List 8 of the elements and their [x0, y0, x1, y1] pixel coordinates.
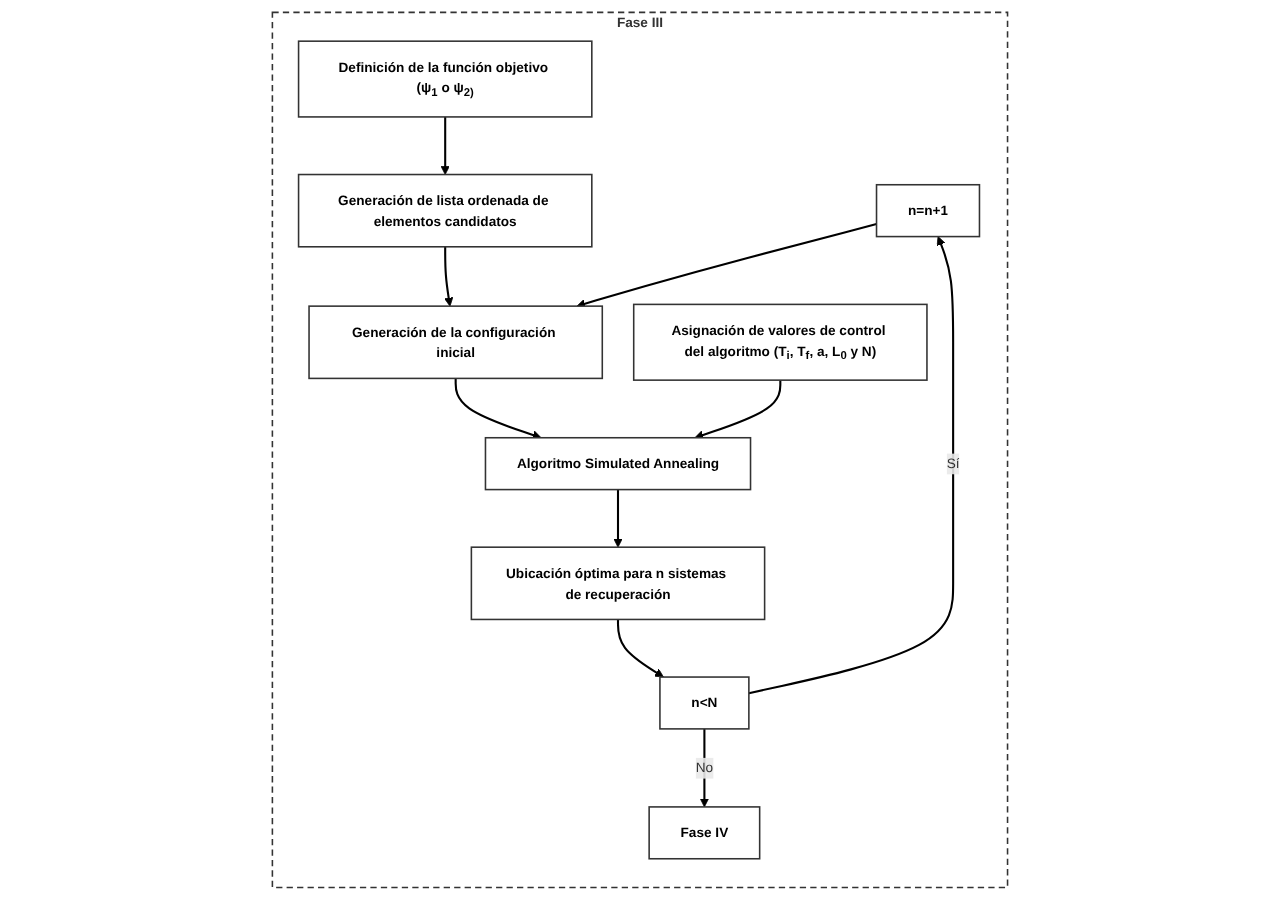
arrow: [693, 380, 781, 440]
arrow: [575, 223, 876, 309]
arrow: [453, 378, 541, 440]
arrow: [443, 246, 453, 307]
arrow: [747, 236, 954, 695]
arrow: [612, 489, 622, 548]
arrow: [616, 619, 663, 678]
arrow: [439, 116, 449, 175]
